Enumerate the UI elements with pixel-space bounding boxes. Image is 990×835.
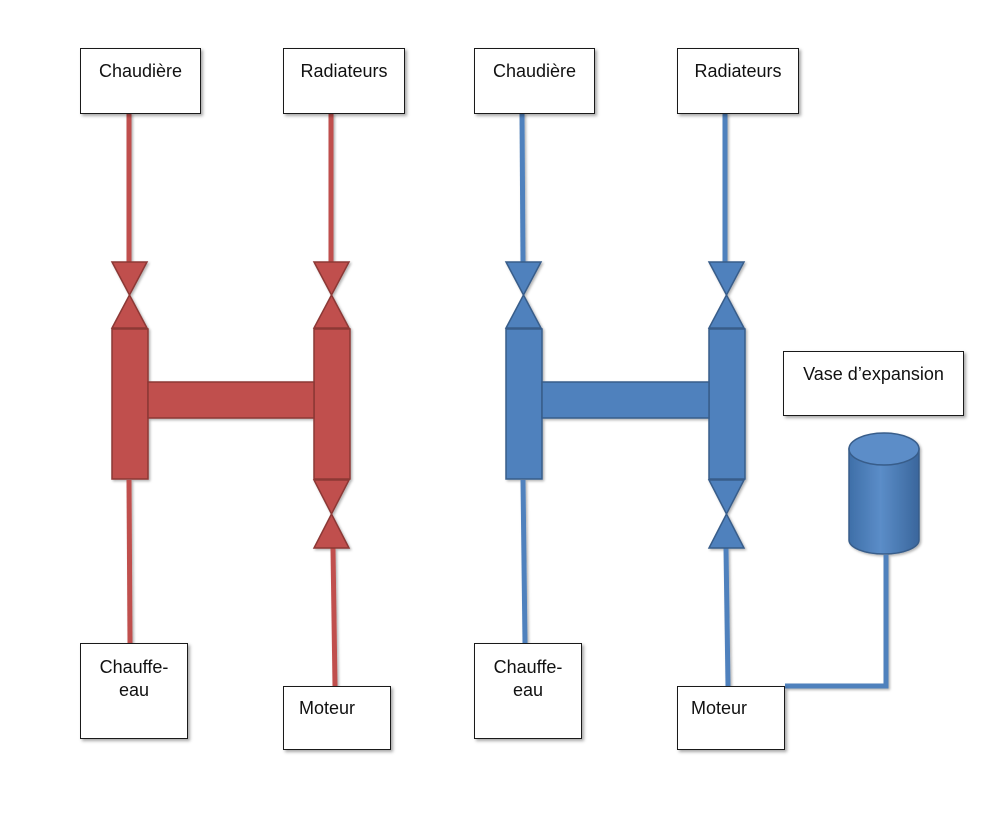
cold-pipe-boiler [519, 112, 526, 263]
radiators-cold-label: Radiateurs [694, 61, 782, 81]
boiler-cold-label: Chaudière [492, 61, 577, 81]
motor-cold-label: Moteur [691, 698, 748, 718]
cold-valve-right-bottom[interactable] [707, 293, 746, 329]
radiators-hot-label: Radiateurs [300, 61, 388, 81]
motor-hot-box: Moteur [283, 686, 391, 750]
water-heater-cold-label: Chauffe- eau [493, 657, 563, 700]
hot-circuit [110, 113, 351, 687]
cold-collector-right [708, 328, 746, 480]
cold-pipe-water-heater [520, 479, 528, 644]
expansion-vessel-box: Vase d’expansion [783, 351, 964, 416]
boiler-hot-label: Chaudière [98, 61, 183, 81]
water-heater-cold-box: Chauffe- eau [474, 643, 582, 739]
motor-hot-label: Moteur [299, 698, 356, 718]
radiators-hot-box: Radiateurs [283, 48, 405, 114]
expansion-vessel-cylinder [848, 432, 920, 555]
boiler-cold-box: Chaudière [474, 48, 595, 114]
cold-valve-left-bottom[interactable] [504, 293, 543, 329]
hot-collector-left [111, 328, 149, 480]
hot-valve-motor-bottom[interactable] [312, 512, 351, 549]
hot-valve-left-bottom[interactable] [110, 293, 149, 329]
cold-valve-motor-bottom[interactable] [707, 512, 746, 549]
cold-crossbar [541, 381, 710, 419]
motor-cold-box: Moteur [677, 686, 785, 750]
cold-circuit [504, 112, 920, 689]
expansion-vessel-label: Vase d’expansion [803, 364, 944, 384]
water-heater-hot-label: Chauffe- eau [99, 657, 169, 700]
hot-valve-right-bottom[interactable] [312, 293, 351, 329]
hot-pipe-motor [330, 547, 338, 687]
cold-pipe-motor [723, 547, 731, 687]
water-heater-hot-box: Chauffe- eau [80, 643, 188, 739]
hot-valve-motor-top[interactable] [312, 479, 351, 516]
cold-valve-motor-top[interactable] [707, 479, 746, 516]
cold-pipe-expansion [785, 555, 889, 689]
radiators-cold-box: Radiateurs [677, 48, 799, 114]
cold-valve-left-top[interactable] [504, 261, 543, 297]
hot-valve-right-top[interactable] [312, 261, 351, 297]
hot-valve-left-top[interactable] [110, 261, 149, 297]
cold-valve-right-top[interactable] [707, 261, 746, 297]
boiler-hot-box: Chaudière [80, 48, 201, 114]
hot-collector-right [313, 328, 351, 480]
hot-crossbar [147, 381, 315, 419]
cold-collector-left [505, 328, 543, 480]
hot-pipe-water-heater [126, 479, 133, 644]
